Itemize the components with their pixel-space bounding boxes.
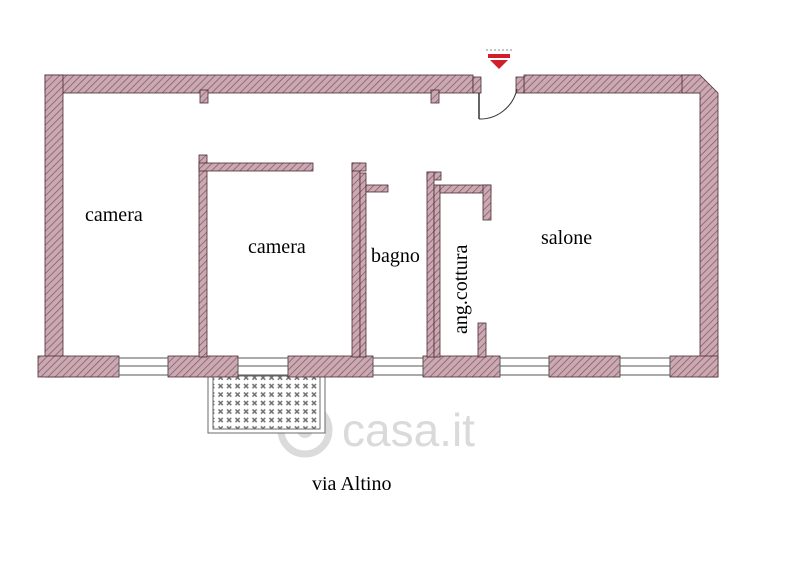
room-label-ang-cottura: ang.cottura (450, 244, 472, 334)
room-label-camera: camera (248, 236, 306, 258)
windows (118, 357, 671, 376)
wall-top-right (523, 74, 701, 94)
wall-stub-2 (430, 89, 440, 104)
wall-kitchen-right-lower (477, 322, 487, 358)
wall-bottom-3 (287, 355, 374, 378)
wall-bottom-5 (548, 355, 621, 378)
wall-stub-1 (199, 89, 209, 104)
entrance-arrow-icon (486, 49, 512, 69)
wall-bottom-2 (167, 355, 239, 378)
street-label: via Altino (312, 473, 391, 495)
window-3 (372, 357, 424, 376)
wall-bagno-top-stub (351, 162, 367, 172)
wall-left (44, 74, 64, 378)
room-label-salone: salone (541, 227, 592, 249)
balcony (207, 373, 326, 434)
wall-right (681, 74, 719, 378)
window-5 (619, 357, 671, 376)
wall-kitchen-left (426, 171, 435, 358)
wall-kitchen-left-inner (433, 184, 441, 358)
window-1 (118, 357, 169, 376)
wall-bagno-left-upper (351, 162, 361, 358)
wall-bottom-4 (422, 355, 501, 378)
watermark: casa.it (277, 400, 475, 458)
wall-bagno-shelf (365, 184, 389, 193)
wall-bottom-6 (669, 355, 719, 378)
room-label-camera: camera (85, 204, 143, 226)
wall-kitchen-right-upper (482, 184, 492, 221)
wall-bottom-1 (37, 355, 120, 378)
window-4 (499, 357, 550, 376)
walls (37, 74, 719, 378)
wall-top-left (44, 74, 474, 94)
room-label-bagno: bagno (371, 245, 420, 267)
wall-bagno-left-inner (359, 172, 367, 358)
wall-camera2-top (198, 162, 314, 172)
wall-camera2-left (198, 154, 208, 358)
watermark-text: casa.it (342, 404, 475, 456)
window-2 (237, 357, 289, 376)
door-swing (478, 88, 518, 120)
entrance-door (472, 76, 525, 120)
